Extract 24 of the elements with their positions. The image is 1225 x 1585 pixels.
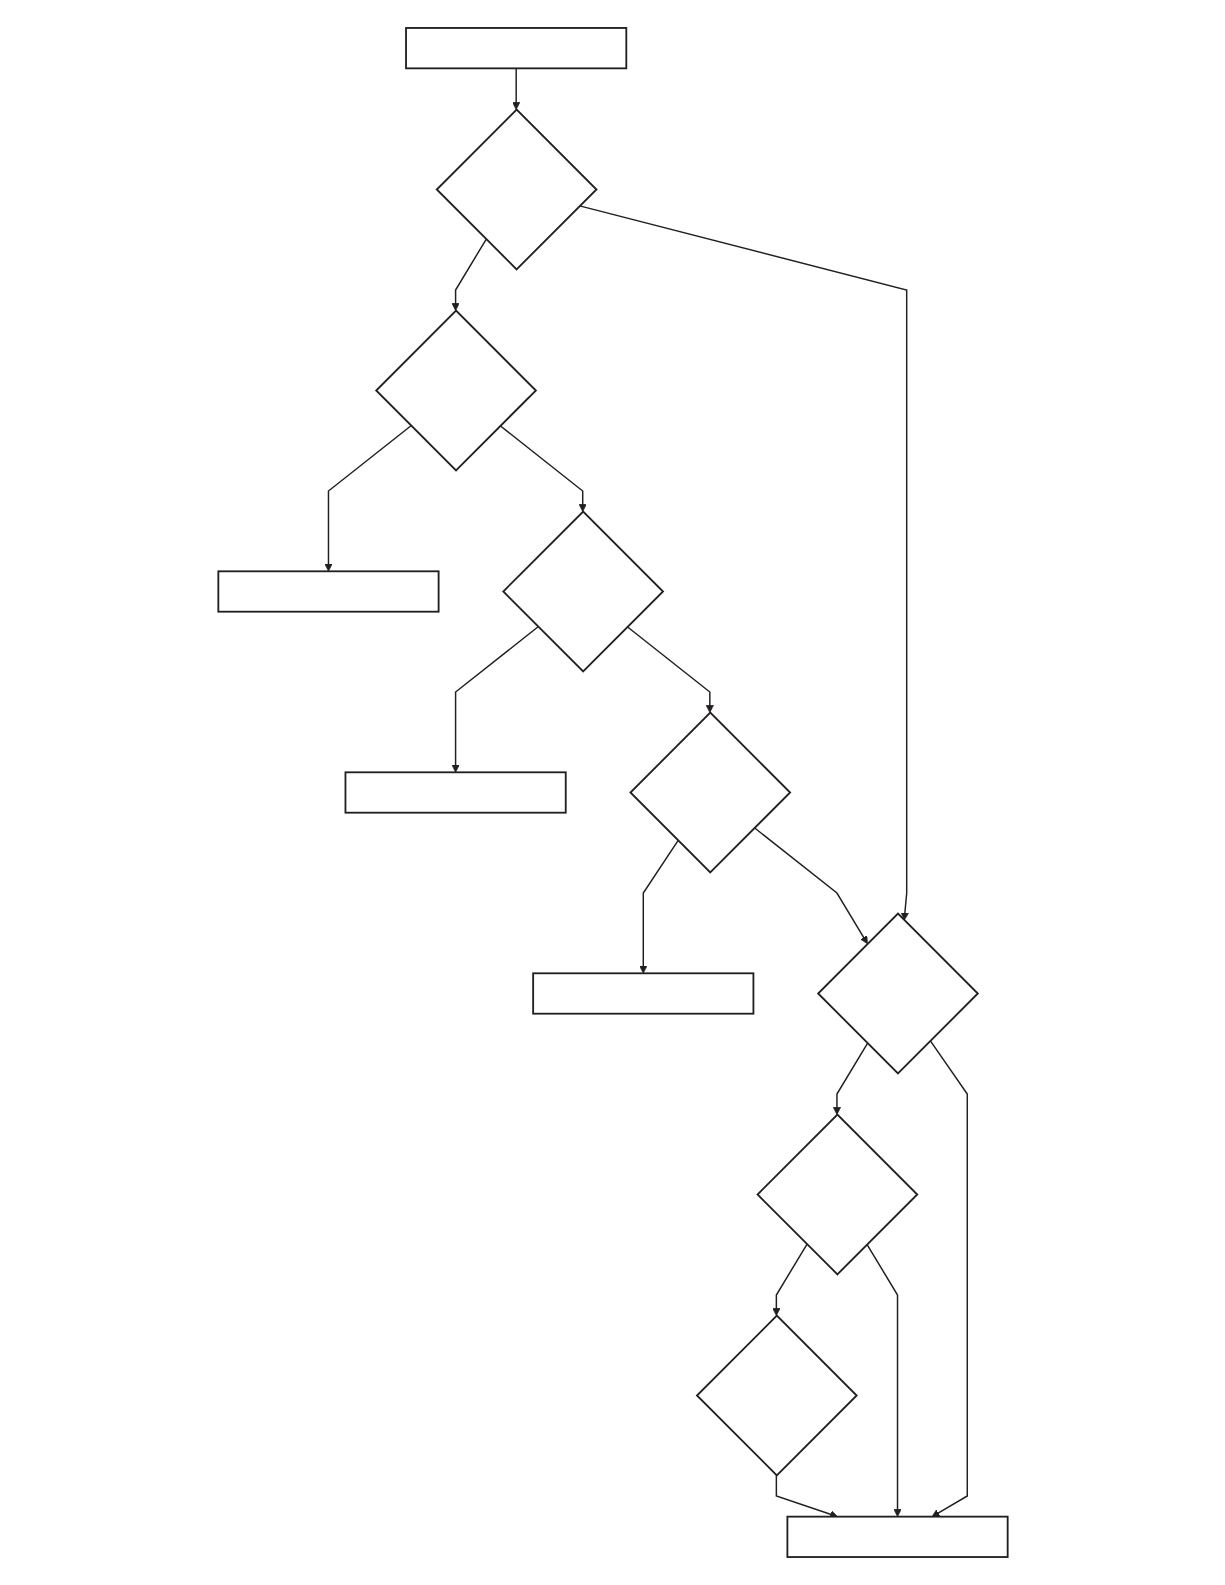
node-box [404,27,627,70]
arrow [753,827,868,945]
node-box [344,771,567,814]
arrow [451,238,487,311]
node-box [531,972,754,1015]
node-diamond [628,711,791,874]
node-diamond [816,912,979,1075]
node-diamond [755,1113,919,1276]
node-diamond [695,1314,858,1477]
node-diamond [374,309,537,472]
arrow [451,626,539,773]
node-diamond [501,510,664,673]
arrow [323,425,412,572]
arrow [929,1039,968,1517]
arrow [638,839,679,974]
node-box [216,570,440,613]
arrow [626,626,714,713]
arrow [865,1243,902,1517]
arrow [832,1042,868,1115]
node-diamond [434,108,598,271]
arrow [498,425,587,512]
node-box [785,1515,1009,1558]
arrow [511,67,520,110]
arrow [771,1243,808,1316]
